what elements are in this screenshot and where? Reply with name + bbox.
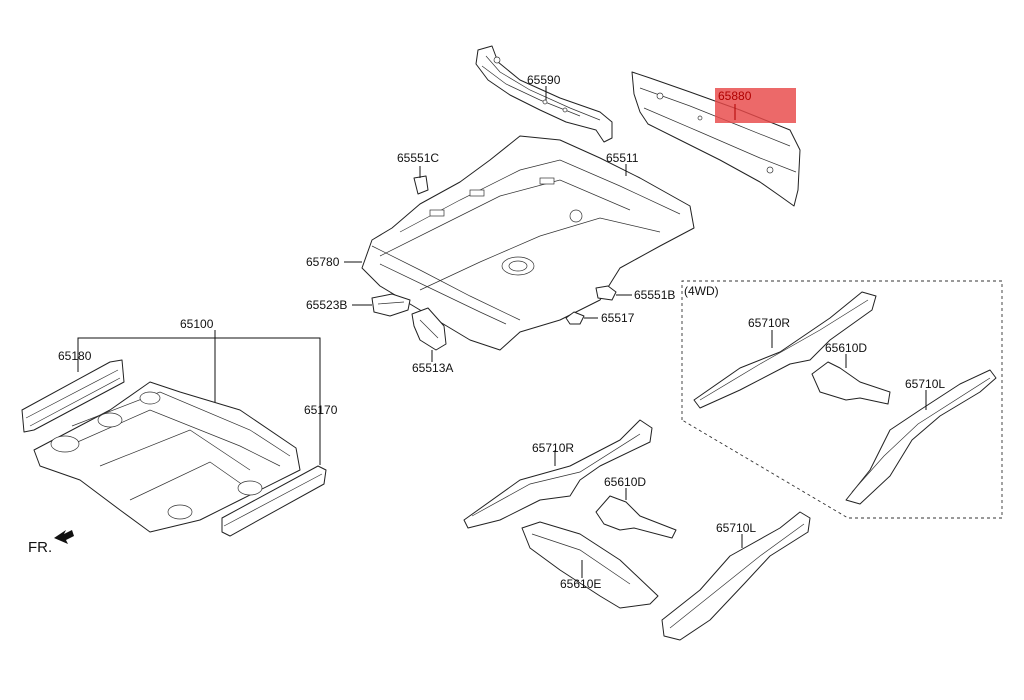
part-65551C[interactable] (413, 175, 429, 195)
part-65710L[interactable] (661, 511, 811, 641)
label-65551B[interactable]: 65551B (634, 288, 675, 302)
label-65880[interactable]: 65880 (718, 89, 752, 103)
part-4wd-65710L[interactable] (845, 369, 997, 505)
front-arrow-icon (54, 530, 74, 544)
front-label: FR. (28, 539, 52, 556)
label-65511[interactable]: 65511 (606, 151, 639, 165)
group-4wd-label: (4WD) (684, 284, 719, 298)
label-4wd-65710R[interactable]: 65710R (748, 316, 790, 330)
label-65610E[interactable]: 65610E (560, 577, 601, 591)
part-65551B[interactable] (595, 285, 617, 301)
label-65590[interactable]: 65590 (527, 73, 561, 87)
part-65590[interactable] (475, 45, 613, 143)
label-65710L[interactable]: 65710L (716, 521, 756, 535)
part-65780[interactable] (371, 245, 521, 325)
part-65511[interactable] (361, 135, 695, 351)
label-65523B[interactable]: 65523B (306, 298, 347, 312)
label-65170[interactable]: 65170 (304, 403, 338, 417)
part-65610D[interactable] (595, 495, 677, 539)
part-4wd-65610D[interactable] (811, 361, 891, 405)
part-65180[interactable] (21, 359, 125, 433)
part-65513A[interactable] (411, 307, 447, 351)
part-4wd-65710R[interactable] (693, 291, 877, 409)
highlight-65880 (715, 88, 796, 123)
label-65180[interactable]: 65180 (58, 349, 92, 363)
label-65710R[interactable]: 65710R (532, 441, 574, 455)
label-65517[interactable]: 65517 (601, 311, 635, 325)
label-4wd-65710L[interactable]: 65710L (905, 377, 945, 391)
part-65170[interactable] (221, 465, 327, 537)
part-65523B[interactable] (371, 293, 411, 317)
part-65100[interactable] (33, 381, 301, 533)
label-65780[interactable]: 65780 (306, 255, 340, 269)
label-4wd-65610D[interactable]: 65610D (825, 341, 867, 355)
label-65100[interactable]: 65100 (180, 317, 214, 331)
group-4wd: (4WD) 65710R 65610D 65710L (681, 280, 1003, 519)
part-65610E[interactable] (521, 521, 659, 609)
label-65513A[interactable]: 65513A (412, 361, 453, 375)
part-65710R[interactable] (463, 419, 653, 529)
label-65551C[interactable]: 65551C (397, 151, 439, 165)
front-direction-indicator: FR. (28, 530, 74, 556)
part-65517[interactable] (565, 311, 585, 325)
label-65610D[interactable]: 65610D (604, 475, 646, 489)
